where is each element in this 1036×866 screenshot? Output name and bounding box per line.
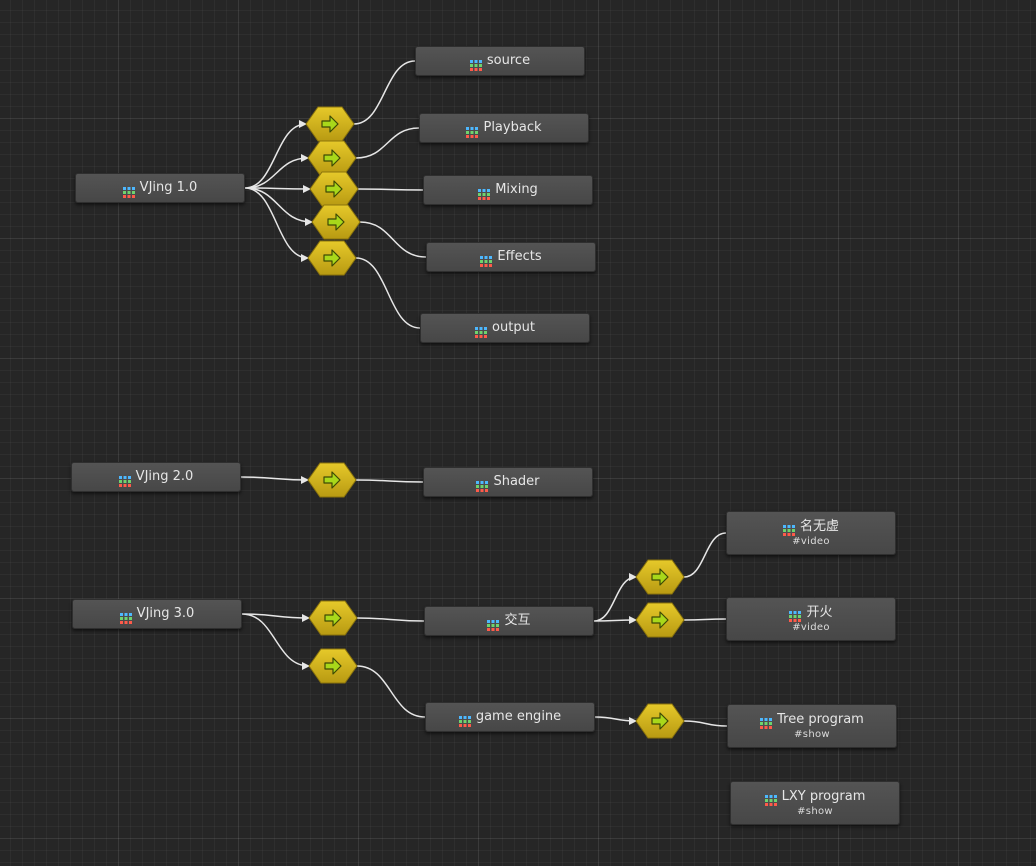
state-grid-icon xyxy=(782,521,796,536)
state-grid-icon xyxy=(487,616,500,631)
transition-edge xyxy=(244,184,311,193)
state-grid-icon xyxy=(466,123,479,138)
state-grid-icon xyxy=(469,56,483,71)
state-grid-icon xyxy=(478,185,491,200)
state-node-mixing[interactable]: Mixing xyxy=(423,175,593,205)
transition-edge xyxy=(593,573,637,622)
state-grid-icon xyxy=(122,183,136,198)
arrow-right-icon xyxy=(321,115,339,133)
state-tag: #show xyxy=(797,805,833,817)
state-grid-icon xyxy=(476,477,489,492)
state-node-output[interactable]: output xyxy=(420,313,590,343)
state-node-game-engine[interactable]: game engine xyxy=(425,702,595,732)
transition-edge xyxy=(241,613,310,670)
transition-edge xyxy=(593,616,637,625)
transition-edge xyxy=(357,188,424,191)
state-tag: #video xyxy=(792,621,830,633)
transition-node[interactable] xyxy=(635,559,685,595)
state-tag: #show xyxy=(794,728,830,740)
state-grid-icon xyxy=(789,607,802,622)
state-label: VJing 2.0 xyxy=(135,469,194,484)
arrow-right-icon xyxy=(324,657,342,675)
state-label: Tree program xyxy=(777,711,864,727)
transition-edge xyxy=(241,613,310,622)
state-node-vjing-3[interactable]: VJing 3.0 xyxy=(72,599,242,629)
state-label: VJing 3.0 xyxy=(136,606,195,621)
state-node-effects[interactable]: Effects xyxy=(426,242,596,272)
transition-edge xyxy=(683,720,728,727)
transition-node[interactable] xyxy=(308,648,358,684)
transition-edge xyxy=(683,532,727,578)
arrow-right-icon xyxy=(325,180,343,198)
transition-edge xyxy=(244,154,309,189)
state-node-playback[interactable]: Playback xyxy=(419,113,589,143)
state-node-lxy-program[interactable]: LXY program #show xyxy=(730,781,900,825)
transition-edge xyxy=(240,475,309,484)
transition-edge xyxy=(244,120,307,189)
state-node-vjing-2[interactable]: VJing 2.0 xyxy=(71,462,241,492)
transition-edge xyxy=(594,716,637,725)
transition-node[interactable] xyxy=(311,204,361,240)
state-node-source[interactable]: source xyxy=(415,46,585,76)
state-label: source xyxy=(486,53,531,68)
state-label: 交互 xyxy=(504,613,531,628)
transition-edge xyxy=(244,187,313,226)
state-label: Playback xyxy=(483,120,542,135)
state-node-kaihuo[interactable]: 开火 #video xyxy=(726,597,896,641)
state-label: output xyxy=(492,320,535,335)
transition-edge xyxy=(244,187,309,262)
state-grid-icon xyxy=(475,323,488,338)
state-node-mingwuxu[interactable]: 名无虚 #video xyxy=(726,511,896,555)
transition-node[interactable] xyxy=(635,703,685,739)
transition-node[interactable] xyxy=(308,600,358,636)
state-label: 名无虚 xyxy=(799,518,839,534)
arrow-right-icon xyxy=(323,249,341,267)
arrow-right-icon xyxy=(651,712,669,730)
state-label: Effects xyxy=(497,249,542,264)
state-node-jiaohu[interactable]: 交互 xyxy=(424,606,594,636)
state-label: VJing 1.0 xyxy=(139,180,198,195)
transition-edge xyxy=(359,221,427,258)
transition-node[interactable] xyxy=(305,106,355,142)
state-label: game engine xyxy=(475,709,562,724)
state-label: 开火 xyxy=(806,604,833,620)
state-grid-icon xyxy=(764,791,778,806)
state-grid-icon xyxy=(458,712,472,727)
state-node-tree-program[interactable]: Tree program #show xyxy=(727,704,897,748)
state-grid-icon xyxy=(760,714,773,729)
state-grid-icon xyxy=(480,252,493,267)
state-label: Shader xyxy=(493,474,540,489)
arrow-right-icon xyxy=(323,149,341,167)
state-label: Mixing xyxy=(495,182,538,197)
transition-edge xyxy=(355,257,421,329)
transition-edge xyxy=(355,479,424,483)
state-grid-icon xyxy=(119,609,133,624)
transition-node[interactable] xyxy=(307,462,357,498)
arrow-right-icon xyxy=(651,568,669,586)
state-grid-icon xyxy=(118,472,132,487)
state-node-shader[interactable]: Shader xyxy=(423,467,593,497)
transition-edge xyxy=(683,618,727,621)
transition-edge xyxy=(356,665,426,718)
arrow-right-icon xyxy=(324,609,342,627)
state-label: LXY program xyxy=(781,788,866,804)
state-tag: #video xyxy=(792,535,830,547)
arrow-right-icon xyxy=(323,471,341,489)
transition-edge xyxy=(355,127,420,159)
arrow-right-icon xyxy=(651,611,669,629)
transition-node[interactable] xyxy=(307,240,357,276)
transition-edge xyxy=(356,617,425,622)
state-node-vjing-1[interactable]: VJing 1.0 xyxy=(75,173,245,203)
arrow-right-icon xyxy=(327,213,345,231)
transition-edge xyxy=(353,60,416,125)
transition-node[interactable] xyxy=(309,171,359,207)
transition-node[interactable] xyxy=(635,602,685,638)
